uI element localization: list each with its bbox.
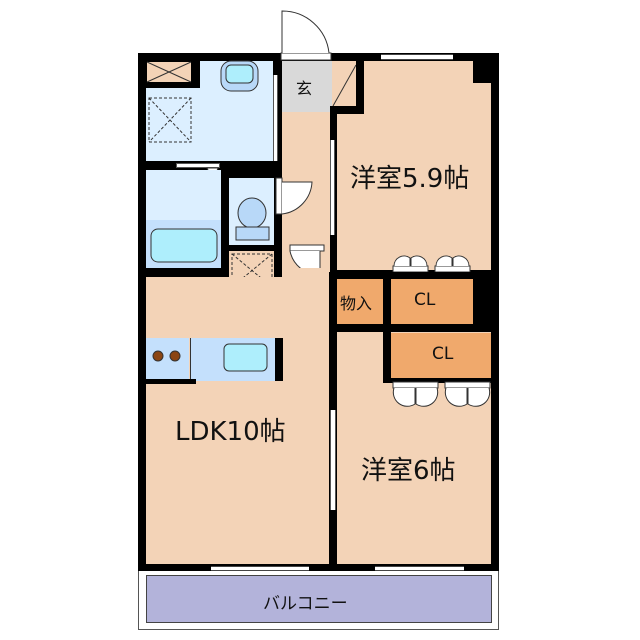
wall: [330, 106, 364, 114]
wall: [274, 170, 282, 268]
wall: [221, 170, 229, 268]
closet-door-icon[interactable]: [392, 381, 491, 407]
shoe-closet-line-icon: [332, 64, 357, 107]
closet-1: [391, 279, 473, 324]
western-room-1: [337, 114, 491, 270]
bathroom: [146, 170, 221, 220]
stove-counter: [146, 338, 189, 381]
window-north[interactable]: [381, 54, 453, 60]
closet-2-label: CL: [432, 344, 454, 364]
western-room-1-top: [364, 61, 473, 116]
wall: [383, 324, 391, 382]
toilet-icon: [235, 197, 270, 241]
front-door-icon[interactable]: [280, 8, 333, 61]
washbasin-icon: [220, 60, 259, 92]
ldk-entry: [282, 268, 330, 280]
storage-label: 物入: [340, 294, 373, 313]
ldk: [146, 277, 329, 564]
wall: [146, 161, 299, 170]
wall: [275, 338, 283, 381]
closet-1-label: CL: [414, 290, 436, 310]
washing-machine-space-icon: [148, 97, 192, 143]
closet-2: [391, 333, 491, 378]
western-room-2-label: 洋室6帖: [361, 456, 456, 486]
storage: [337, 279, 383, 324]
wall: [383, 378, 491, 383]
western-room-1-right: [473, 83, 491, 118]
wall: [356, 61, 364, 116]
closet-door-icon[interactable]: [392, 255, 473, 273]
ldk-label: LDK10帖: [175, 417, 286, 447]
bath-door[interactable]: [176, 163, 220, 168]
toilet-door-icon[interactable]: [275, 177, 316, 216]
balcony: [146, 575, 492, 623]
hallway-room1-sliding-door[interactable]: [330, 140, 335, 235]
wall: [229, 170, 282, 178]
washroom-sliding-door[interactable]: [273, 75, 278, 170]
bathtub-icon: [150, 228, 218, 263]
wall: [229, 245, 282, 251]
shelf-cross-icon: [146, 61, 192, 83]
stove-burners-icon: [152, 350, 181, 362]
ldk-room2-sliding-door[interactable]: [330, 410, 336, 510]
balcony-label: バルコニー: [263, 594, 348, 614]
entrance: [282, 61, 332, 112]
window-south-ldk[interactable]: [211, 566, 309, 571]
window-south-room2[interactable]: [375, 566, 464, 571]
western-room-1-label: 洋室5.9帖: [350, 164, 470, 194]
kitchen-sink-icon: [223, 343, 268, 372]
wall: [146, 379, 196, 384]
entrance-label: 玄: [296, 79, 313, 98]
